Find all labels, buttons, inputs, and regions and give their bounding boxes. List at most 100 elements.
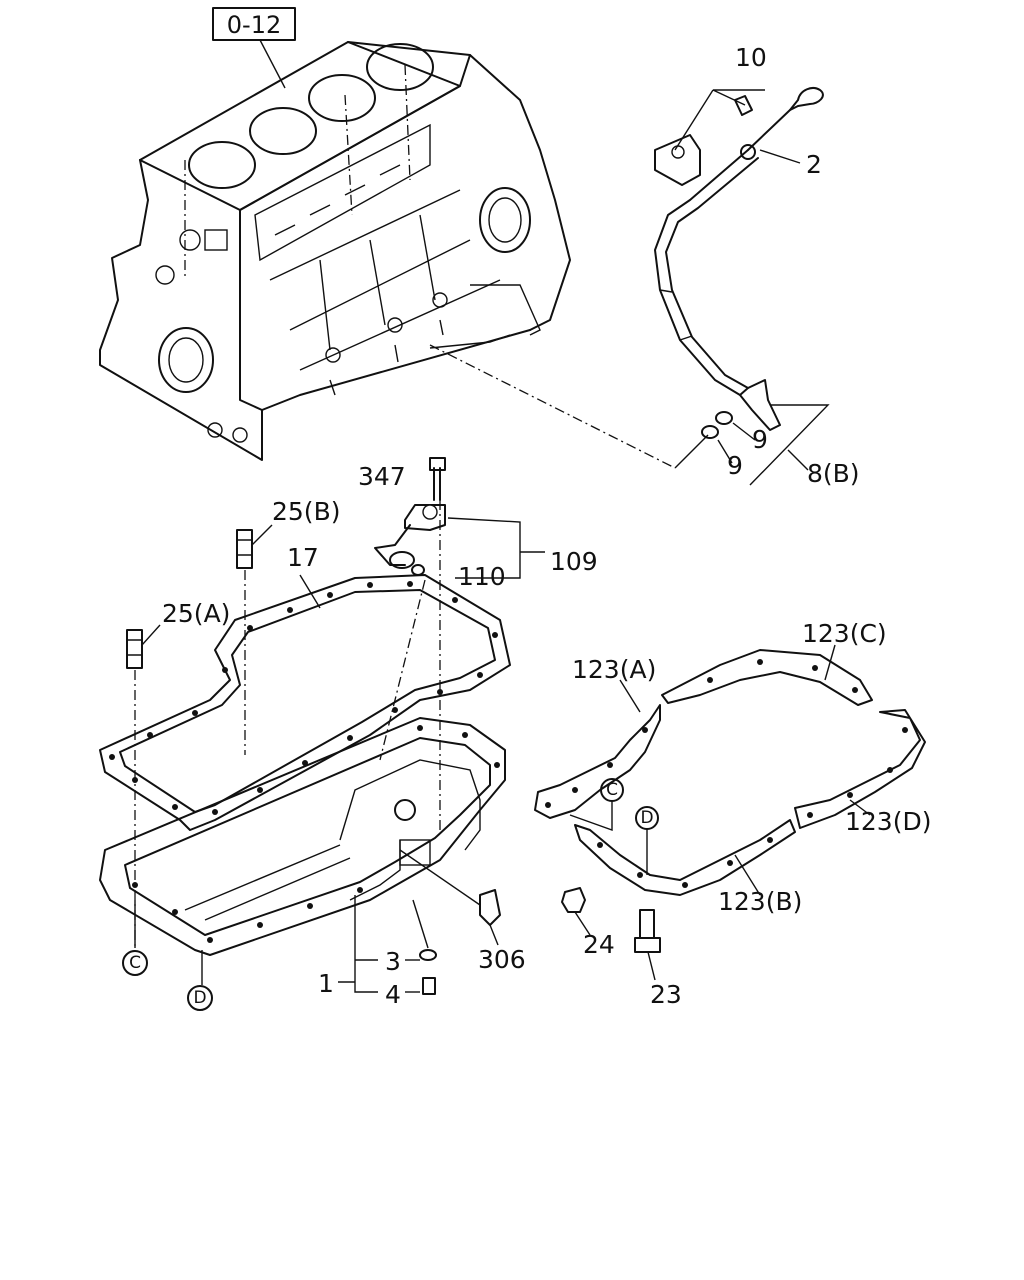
label-1: 1	[318, 969, 334, 998]
label-2: 2	[806, 150, 822, 179]
sensor-to-pan-centerline	[379, 579, 426, 761]
leader-123b	[734, 854, 761, 896]
leader-c-gasket	[569, 801, 613, 831]
o-ring-110	[411, 564, 425, 576]
label-123d: 123(D)	[845, 807, 931, 836]
oil-pan-baffle	[184, 844, 351, 921]
block-front-face	[99, 159, 263, 461]
gasket-123-set: C D	[534, 644, 926, 896]
leader-123d	[849, 799, 871, 816]
circle-d-left	[187, 985, 213, 1011]
block-deck	[139, 41, 461, 211]
label-306: 306	[478, 945, 526, 974]
stud-25b	[236, 529, 253, 569]
oil-pan-sump	[339, 759, 481, 851]
circle-c-left	[122, 950, 148, 976]
leader-25a	[141, 624, 161, 646]
leader-2	[759, 149, 801, 164]
block-side-bottom	[261, 329, 531, 411]
nut-24	[561, 887, 586, 913]
leader-17	[299, 574, 321, 609]
reference-box-text: 0-12	[227, 11, 281, 39]
label-24: 24	[583, 930, 615, 959]
dipstick-seal	[740, 144, 756, 160]
reference-box	[212, 7, 296, 41]
bolt-23-head	[634, 937, 661, 953]
side-hole-1	[325, 347, 341, 363]
bore-4	[366, 43, 434, 91]
guide-tube-outer	[654, 149, 749, 396]
label-25a: 25(A)	[162, 599, 230, 628]
front-bore-inner	[168, 337, 204, 383]
label-9-b: 9	[727, 451, 743, 480]
callout-labels: 10 2 9 9 8(B) 347 25(B) 17 109 110 25(A)…	[162, 43, 931, 1009]
stud-25a-threads	[127, 639, 142, 656]
guide-tube-end	[739, 379, 781, 431]
label-9-a: 9	[752, 425, 768, 454]
front-hole-3	[155, 265, 175, 285]
side-ribs-vertical	[319, 214, 436, 351]
o-ring-9-upper	[715, 411, 733, 425]
label-109: 109	[550, 547, 598, 576]
sensor-wire	[374, 524, 411, 566]
gasket-17	[99, 574, 511, 831]
leader-10	[674, 89, 765, 151]
gasket-123a	[534, 704, 661, 819]
label-123a: 123(A)	[572, 655, 656, 684]
leader-9-b	[717, 439, 733, 464]
gasket-17-inner	[119, 589, 496, 813]
fasteners-right	[561, 887, 661, 981]
bore-3	[308, 74, 376, 122]
leader-washer-from-pan	[412, 899, 429, 949]
label-4: 4	[385, 980, 401, 1009]
bolt-10	[734, 95, 753, 116]
label-347: 347	[358, 462, 406, 491]
block-centerlines	[184, 64, 411, 280]
label-3: 3	[385, 947, 401, 976]
stud-25b-threads	[237, 539, 252, 556]
label-110: 110	[458, 562, 506, 591]
bolt-23-shank	[639, 909, 655, 939]
guide-bracket	[654, 134, 701, 186]
gasket-17-holes	[109, 581, 498, 815]
dipstick-boss	[429, 334, 511, 349]
leader-8b-bracket	[749, 404, 830, 486]
rear-flange	[470, 284, 541, 336]
front-bore	[158, 327, 214, 393]
studs	[126, 524, 273, 950]
o-ring-9-lower	[701, 425, 719, 439]
label-17: 17	[287, 543, 319, 572]
leader-109-bracket	[447, 517, 521, 579]
gasket-123c	[661, 649, 873, 706]
label-10: 10	[735, 43, 767, 72]
circle-c-gasket-text: C	[606, 780, 618, 800]
leader-306-clip	[399, 849, 481, 906]
block-side-top	[239, 54, 471, 211]
sensor-mount-pad	[399, 839, 431, 866]
reference-box-group: 0-12	[212, 7, 296, 89]
leader-123c	[824, 644, 836, 681]
bolt-347-shank	[433, 467, 441, 501]
oil-pan-flange	[99, 717, 506, 956]
oil-pan-flange-inner	[124, 737, 491, 936]
rear-bore	[479, 187, 531, 253]
drain-plug-4	[422, 977, 436, 995]
leader-24	[574, 911, 591, 936]
leader-306	[489, 924, 499, 946]
front-hole-5	[232, 427, 248, 443]
front-hole-1	[179, 229, 201, 251]
dipstick-handle	[789, 87, 824, 111]
leader-123a	[619, 679, 641, 713]
leader-23	[647, 951, 656, 981]
label-123c: 123(C)	[802, 619, 887, 648]
pan-markers: C D	[122, 900, 213, 1011]
front-hole-2	[204, 229, 228, 251]
oil-pan-holes	[132, 725, 500, 943]
oil-pan	[99, 717, 506, 995]
side-ribs-drops	[329, 319, 444, 396]
leader-1-bracket	[354, 895, 378, 993]
circle-d-left-text: D	[193, 988, 206, 1008]
block-top-edge	[139, 41, 571, 331]
side-hole-3	[432, 292, 448, 308]
